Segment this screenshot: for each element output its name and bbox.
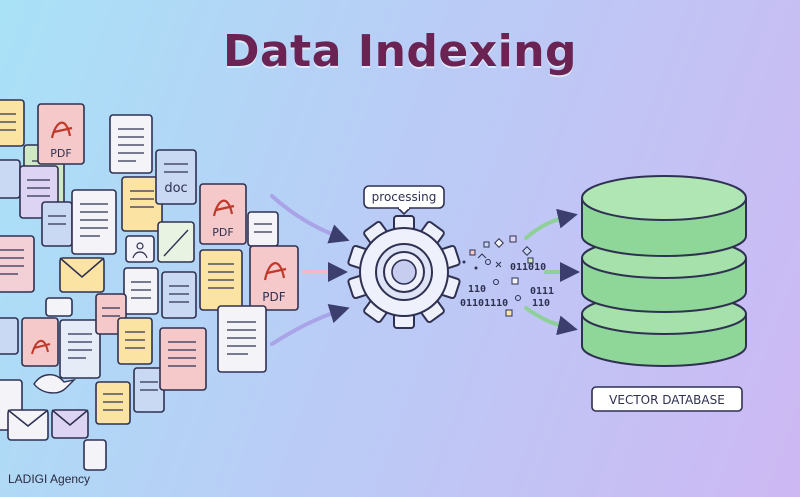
page-title: Data Indexing <box>222 26 578 77</box>
text-file-icon <box>0 235 35 293</box>
pdf-file-icon <box>159 327 207 391</box>
doc-file-icon: doc <box>155 149 197 205</box>
doc-file-icon <box>0 317 19 355</box>
pdf-badge: PDF <box>212 226 233 239</box>
database-label-text: VECTOR DATABASE <box>609 393 725 407</box>
binary-fragment: 110 <box>468 284 486 295</box>
yellow-file-icon <box>117 317 153 365</box>
database-icon <box>581 175 747 367</box>
pdf-file-icon <box>21 317 59 367</box>
arrow-icon <box>270 303 350 346</box>
pdf-file-icon: PDF <box>37 103 85 165</box>
yellow-file-icon <box>199 249 243 311</box>
pdf-file-icon: PDF <box>199 183 247 245</box>
text-file-icon <box>217 305 267 373</box>
envelope-icon <box>7 409 49 441</box>
binary-fragment: 0111 <box>530 286 554 297</box>
doc-file-icon <box>41 201 73 247</box>
doc-file-icon <box>161 271 197 319</box>
yellow-file-icon <box>0 99 25 147</box>
doc-badge: doc <box>164 181 187 196</box>
arrow-icon <box>270 194 350 244</box>
text-file-icon <box>45 297 73 317</box>
processing-label: processing <box>363 185 445 216</box>
output-arrows <box>524 208 580 336</box>
pdf-badge: PDF <box>50 147 71 160</box>
text-file-icon <box>123 267 159 315</box>
doc-file-icon <box>0 159 21 199</box>
bird-icon <box>33 374 77 394</box>
data-fragments: 011010 110 0111 01101110 110 <box>460 235 554 317</box>
text-file-icon <box>109 114 153 174</box>
binary-fragment: 01101110 <box>460 298 508 309</box>
pdf-file-icon: PDF <box>249 245 299 311</box>
text-file-icon <box>83 439 107 471</box>
document-pile: PDF <box>0 99 299 471</box>
envelope-icon <box>59 257 105 293</box>
input-arrows <box>270 194 350 346</box>
envelope-icon <box>51 409 89 439</box>
image-file-icon <box>125 235 155 263</box>
text-file-icon <box>71 189 117 255</box>
yellow-file-icon <box>95 381 131 425</box>
credit-text: LADIGI Agency <box>8 472 91 486</box>
pdf-badge: PDF <box>262 290 285 304</box>
arrow-icon <box>524 208 578 240</box>
gear-icon <box>347 215 461 329</box>
database-label: VECTOR DATABASE <box>591 386 743 412</box>
arrow-icon <box>524 306 578 336</box>
text-file-icon <box>247 211 279 247</box>
green-file-icon <box>157 221 195 263</box>
processing-text: processing <box>372 190 437 204</box>
text-file-icon <box>59 319 101 379</box>
binary-fragment: 110 <box>532 298 550 309</box>
binary-fragment: 011010 <box>510 262 546 273</box>
